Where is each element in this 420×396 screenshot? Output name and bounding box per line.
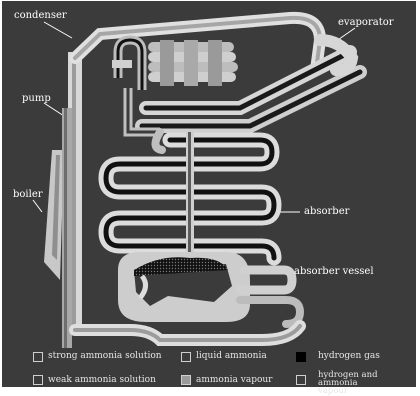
absorber-vessel xyxy=(118,252,250,322)
bottom-pipe xyxy=(75,326,300,340)
label-absorber: absorber xyxy=(304,207,349,217)
label-boiler: boiler xyxy=(13,190,43,200)
label-absorber-vessel: absorber vessel xyxy=(294,267,374,277)
central-pipe xyxy=(186,132,194,262)
label-condenser: condenser xyxy=(14,11,67,21)
condenser-fins xyxy=(148,40,238,86)
label-evaporator: evaporator xyxy=(338,18,394,28)
label-pump: pump xyxy=(22,94,51,104)
boiler xyxy=(44,150,64,280)
condenser-loop xyxy=(112,40,142,90)
pump-pipe xyxy=(62,52,82,348)
